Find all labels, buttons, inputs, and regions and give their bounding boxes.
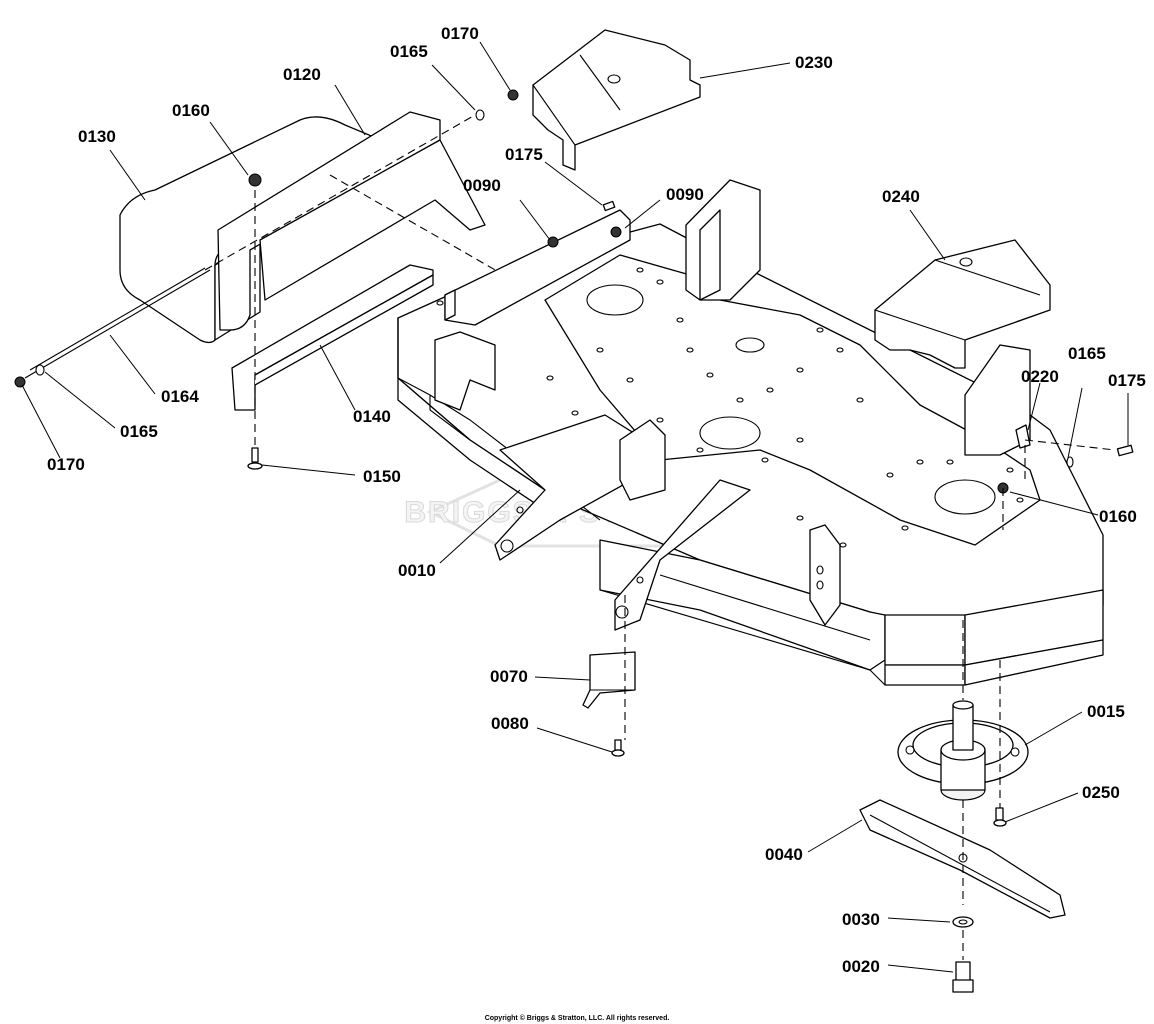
callout-0080: 0080: [491, 714, 529, 733]
callout-0230: 0230: [795, 53, 833, 72]
callout-0090-a: 0090: [463, 176, 501, 195]
callout-0165-top: 0165: [390, 42, 428, 61]
callout-0030: 0030: [842, 910, 880, 929]
washer-0165-left: [35, 364, 45, 376]
spindle-assembly-0015: [897, 620, 1029, 827]
callout-labels: 0170 0165 0120 0160 0130 0230 0175 0090 …: [47, 24, 1146, 976]
callout-0090-b: 0090: [666, 185, 704, 204]
nut-0170-left: [14, 376, 26, 388]
callout-0160-right: 0160: [1099, 507, 1137, 526]
callout-0250: 0250: [1082, 783, 1120, 802]
bolt-0150: [247, 462, 263, 470]
spindle-hole-left: [586, 284, 644, 316]
blade-0040: [859, 799, 1066, 993]
deck-slot: [735, 337, 765, 353]
callout-0120: 0120: [283, 65, 321, 84]
callout-0040: 0040: [765, 845, 803, 864]
callout-0220: 0220: [1021, 367, 1059, 386]
callout-0240: 0240: [882, 187, 920, 206]
callout-0170-top: 0170: [441, 24, 479, 43]
bracket-0070: [582, 595, 636, 757]
shield-0240: [874, 239, 1051, 369]
callout-0175-top: 0175: [505, 145, 543, 164]
right-fasteners: [997, 424, 1134, 530]
washer-0165-top: [475, 109, 485, 121]
spindle-hole-center: [699, 416, 761, 450]
leader-lines: [21, 41, 1129, 973]
bracket-0090: [444, 200, 631, 326]
callout-0015: 0015: [1087, 702, 1125, 721]
nut-0170-top: [507, 89, 519, 101]
bumper-assembly: [14, 89, 531, 470]
copyright-notice: Copyright © Briggs & Stratton, LLC. All …: [485, 1014, 670, 1022]
callout-0020: 0020: [842, 957, 880, 976]
callout-0164: 0164: [161, 387, 199, 406]
plate-holes: [436, 267, 1024, 548]
callout-0175-right: 0175: [1108, 371, 1146, 390]
callout-0150: 0150: [363, 467, 401, 486]
callout-0070: 0070: [490, 667, 528, 686]
spindle-hole-right: [934, 479, 996, 515]
nut-0160-left: [248, 173, 262, 187]
callout-0010: 0010: [398, 561, 436, 580]
shield-0230: [532, 29, 701, 171]
callout-0165-right: 0165: [1068, 344, 1106, 363]
callout-0160-left: 0160: [172, 101, 210, 120]
callout-0170-left: 0170: [47, 455, 85, 474]
callout-0130: 0130: [78, 127, 116, 146]
callout-0140: 0140: [353, 407, 391, 426]
mower-deck-0010: [397, 179, 1104, 686]
callout-0165-left: 0165: [120, 422, 158, 441]
